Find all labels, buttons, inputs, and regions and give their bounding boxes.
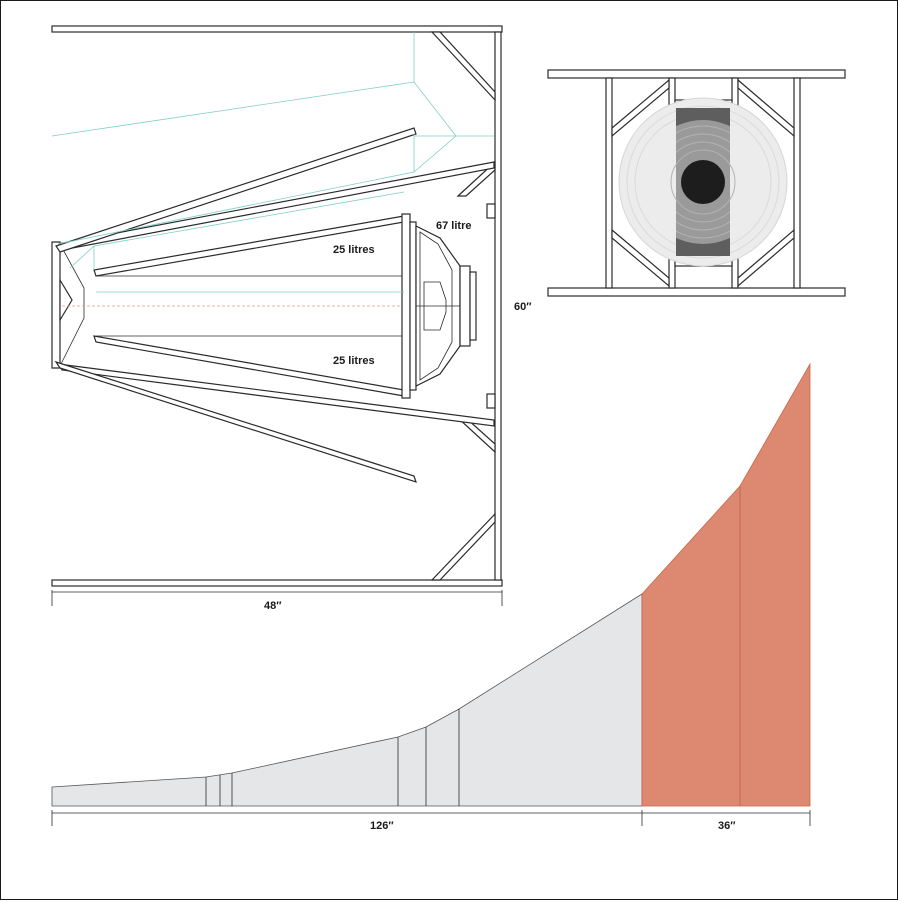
motor-board-spacer bbox=[409, 221, 417, 391]
side-view: 67 litre 25 litres 25 litres 60″ 48″ bbox=[51, 25, 532, 612]
flare-board-upper bbox=[55, 127, 417, 253]
brace-upper bbox=[456, 160, 496, 197]
front-post-4 bbox=[793, 77, 801, 289]
top-panel bbox=[51, 25, 503, 33]
path-guide-lines bbox=[51, 32, 494, 293]
label-upper-chamber: 25 litres bbox=[333, 244, 375, 256]
rear-panel bbox=[494, 31, 502, 581]
horn-section-dividers bbox=[205, 709, 460, 806]
chamfer-tr bbox=[737, 78, 795, 138]
label-front-volume: 67 litre bbox=[436, 220, 471, 232]
dim-horn-length-label: 126″ bbox=[370, 820, 394, 832]
mouth-section bbox=[641, 362, 811, 807]
chamfer-bl bbox=[611, 228, 670, 288]
chamfer-tl bbox=[611, 78, 670, 138]
rear-block-upper bbox=[486, 203, 496, 219]
loudspeaker-driver-icon bbox=[618, 97, 788, 267]
expansion-profile: 126″ 36″ bbox=[51, 362, 811, 832]
dim-depth-label: 48″ bbox=[264, 600, 282, 612]
dim-mouth-length-label: 36″ bbox=[718, 820, 736, 832]
motor-board bbox=[401, 213, 411, 399]
front-bottom-panel bbox=[547, 287, 846, 297]
throat-cap bbox=[51, 241, 61, 369]
flare-board-lower bbox=[54, 360, 417, 483]
rear-block-lower bbox=[486, 393, 496, 409]
corner-reflector-bottom bbox=[430, 512, 496, 581]
front-view bbox=[547, 69, 846, 297]
dim-depth bbox=[51, 590, 503, 606]
dim-horn-length bbox=[51, 810, 811, 826]
front-top-panel bbox=[547, 69, 846, 79]
chamfer-br bbox=[737, 228, 795, 288]
dim-height-label: 60″ bbox=[514, 301, 532, 313]
horn-section bbox=[51, 593, 643, 807]
label-lower-chamber: 25 litres bbox=[333, 355, 375, 367]
throat-wedge bbox=[59, 277, 73, 323]
driver-side-icon bbox=[415, 225, 477, 387]
bottom-panel bbox=[51, 579, 503, 587]
front-post-1 bbox=[605, 77, 613, 289]
corner-reflector-top bbox=[430, 31, 496, 102]
